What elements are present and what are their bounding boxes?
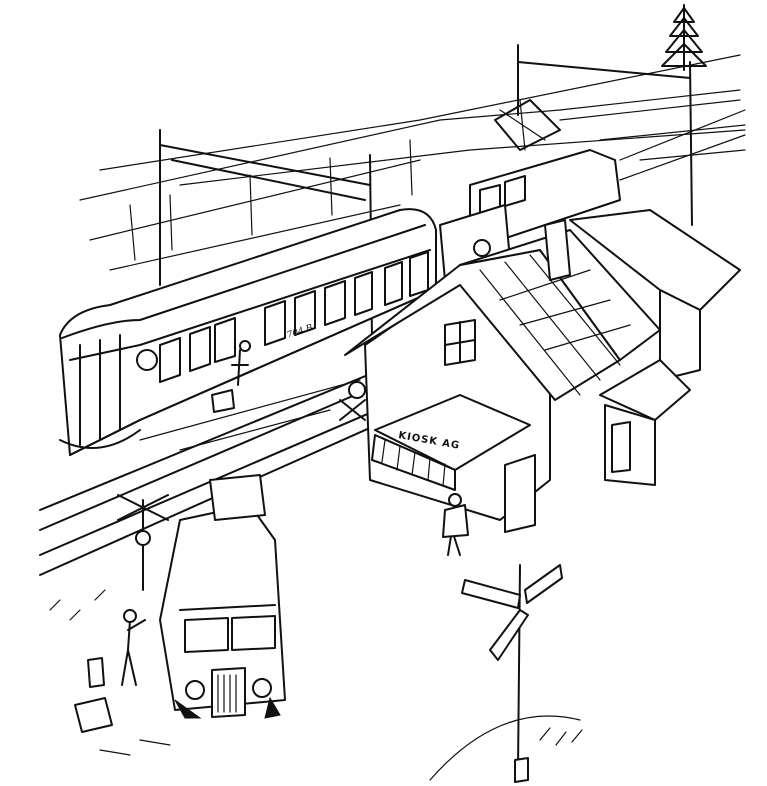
level-crossing-sign: [117, 381, 366, 591]
luggage: [74, 389, 235, 733]
fir-tree: [661, 4, 707, 71]
figures: [121, 340, 469, 686]
passenger-railcar: 704 B: [59, 208, 437, 456]
delivery-truck: [159, 474, 286, 719]
ground-details: [49, 589, 583, 781]
direction-signpost: [461, 564, 563, 783]
background-wall: [79, 89, 746, 271]
station-building: KIOSK AG: [344, 209, 741, 533]
